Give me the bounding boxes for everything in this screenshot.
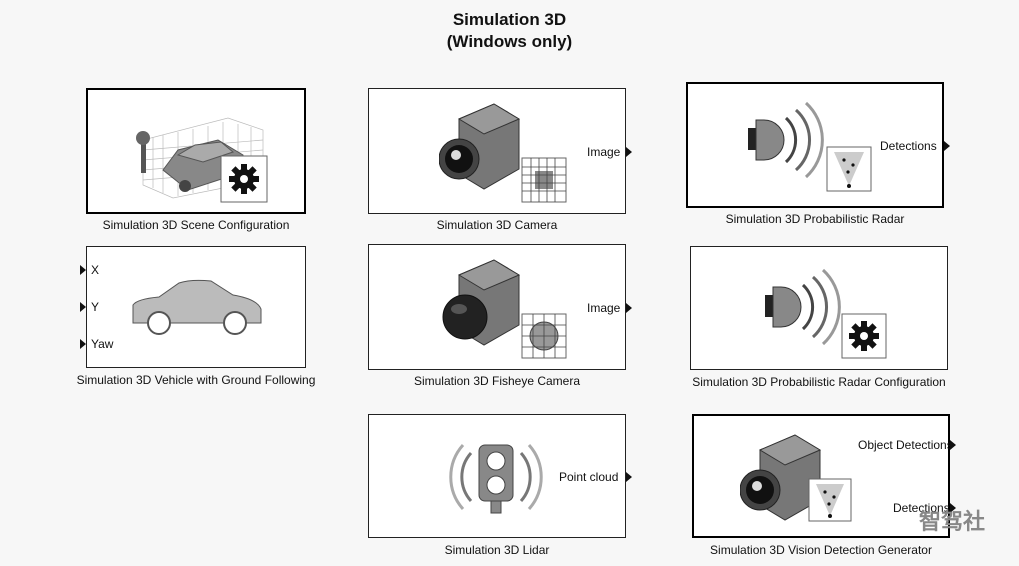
vehicle-block[interactable] [86, 246, 306, 368]
fisheye-output-port[interactable] [626, 303, 632, 313]
camera-block[interactable] [368, 88, 626, 214]
vehicle-label: Simulation 3D Vehicle with Ground Follow… [76, 373, 316, 387]
camera-icon [439, 103, 521, 190]
vision-output-port-2[interactable] [950, 503, 956, 513]
prob-radar-block[interactable] [686, 82, 944, 208]
diagram-subtitle: (Windows only) [446, 32, 573, 51]
radar-port-detections: Detections [880, 139, 937, 153]
lidar-icon [449, 444, 543, 514]
fisheye-grid-icon [521, 313, 567, 359]
scene-config-label: Simulation 3D Scene Configuration [102, 218, 290, 232]
vehicle-port-y: Y [91, 300, 100, 314]
camera-output-port[interactable] [626, 147, 632, 157]
vision-block[interactable] [692, 414, 950, 538]
detection-fan-icon [826, 146, 872, 192]
vision-label: Simulation 3D Vision Detection Generator [710, 543, 932, 557]
image-grid-icon [521, 157, 567, 203]
radar-config-label: Simulation 3D Probabilistic Radar Config… [692, 375, 946, 389]
lidar-output-port[interactable] [626, 472, 632, 482]
camera-port-image: Image [587, 145, 621, 159]
fisheye-port-image: Image [587, 301, 621, 315]
vision-port-object-detections: Object Detections [858, 438, 953, 452]
lidar-label: Simulation 3D Lidar [444, 543, 550, 557]
vehicle-input-y[interactable] [80, 302, 86, 312]
vehicle-input-x[interactable] [80, 265, 86, 275]
radar-output-port[interactable] [944, 141, 950, 151]
detection-fan-icon [808, 478, 852, 522]
vision-output-port-1[interactable] [950, 440, 956, 450]
lidar-block[interactable] [368, 414, 626, 538]
vision-port-detections: Detections [893, 501, 950, 515]
prob-radar-label: Simulation 3D Probabilistic Radar [725, 212, 905, 226]
scene-config-block[interactable] [86, 88, 306, 214]
lidar-port-point-cloud: Point cloud [559, 470, 619, 484]
gear-icon [220, 155, 268, 203]
radar-icon [748, 101, 824, 179]
vision-camera-icon [740, 434, 822, 521]
camera-label: Simulation 3D Camera [436, 218, 558, 232]
fisheye-label: Simulation 3D Fisheye Camera [413, 374, 581, 388]
vehicle-icon [132, 279, 262, 335]
fisheye-camera-icon [442, 259, 521, 346]
gear-icon [841, 313, 887, 359]
watermark: 智驾社 [918, 509, 985, 534]
diagram-title: Simulation 3D [452, 10, 567, 29]
vehicle-input-yaw[interactable] [80, 339, 86, 349]
radar-config-icon [765, 268, 841, 346]
vehicle-port-x: X [91, 263, 100, 277]
fisheye-block[interactable] [368, 244, 626, 370]
vehicle-port-yaw: Yaw [91, 337, 114, 351]
radar-config-block[interactable] [690, 246, 948, 370]
